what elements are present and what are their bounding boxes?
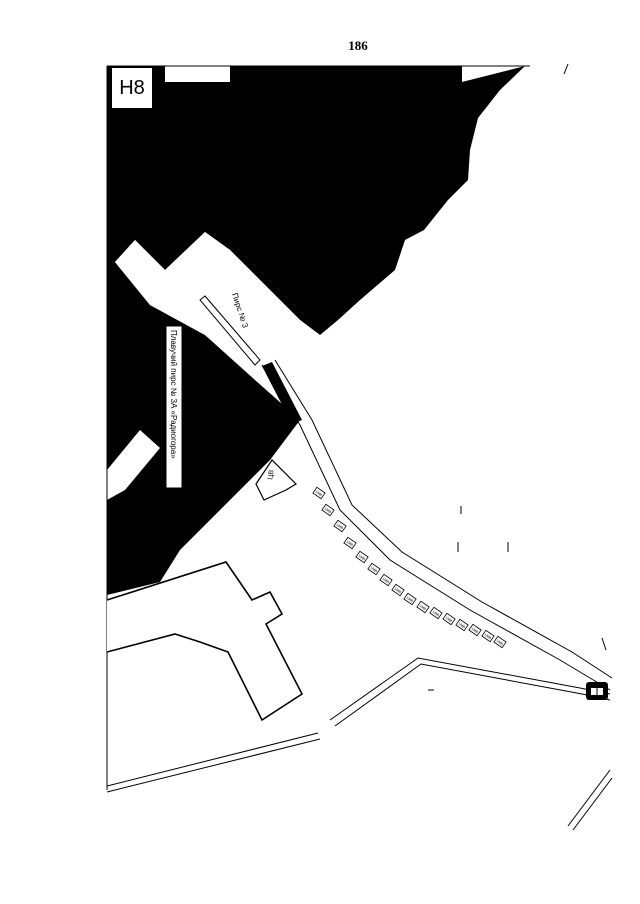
parking-slot-label: 1МВ — [444, 616, 453, 624]
parking-slot-label: 1МВ — [393, 587, 402, 595]
floating-pier-label-box — [165, 325, 183, 489]
parking-slot: 1МВ — [333, 519, 347, 533]
parking-slot: 1МВ — [321, 503, 335, 517]
floating-pier-label: Плавучий пирс № 3А «Радиогора» — [169, 330, 178, 459]
road-bottom-a — [106, 732, 319, 787]
parking-slot-label: 1МВ — [457, 622, 466, 630]
parking-slot: 1МВ — [481, 629, 495, 643]
parking-row: 1МВ1МВ1МВ1МВ1МВ1МВ1МВ1МВ1МВ1МВ1МВ1МВ1МВ1… — [312, 486, 507, 649]
parking-slot: 1МВ — [442, 612, 456, 626]
road-right-b — [572, 777, 613, 831]
parking-slot: 1МВ — [493, 635, 507, 649]
parking-slot-label: 1МВ — [357, 554, 366, 562]
small-building — [255, 459, 297, 501]
road-right-a — [567, 769, 611, 827]
parking-slot-label: 1МВ — [335, 523, 344, 531]
parking-slot-label: 1МВ — [381, 577, 390, 585]
parking-slot: 1МВ — [379, 573, 393, 587]
page-number: 186 — [348, 38, 368, 53]
parking-slot-label: 1МВ — [431, 610, 440, 618]
tick-mark — [601, 637, 607, 651]
parking-slot-label: 1МВ — [314, 490, 323, 498]
road-main-a — [261, 364, 611, 691]
parking-slot: 1МВ — [429, 606, 443, 620]
water-area — [107, 66, 525, 595]
parking-slot: 1МВ — [455, 618, 469, 632]
parking-slot: 1МВ — [391, 583, 405, 597]
house-marker-icon — [586, 682, 608, 700]
tick-mark — [563, 63, 569, 75]
parking-slot: 1МВ — [367, 562, 381, 576]
parking-slot: 1МВ — [343, 536, 357, 550]
road-bottom-b — [106, 738, 321, 793]
parking-slot-label: 1МВ — [483, 633, 492, 641]
pier-3 — [199, 295, 261, 366]
parking-slot: 1МВ — [355, 550, 369, 564]
parking-slot: 1МВ — [416, 600, 430, 614]
parking-slot-label: 1МВ — [418, 604, 427, 612]
parking-slot: 1МВ — [312, 486, 326, 500]
road-secondary-a — [329, 657, 611, 721]
parking-slot: 1МВ — [468, 623, 482, 637]
road-main-b — [274, 359, 613, 679]
parking-slot-label: 1МВ — [345, 540, 354, 548]
parking-slot-label: 1МВ — [323, 507, 332, 515]
large-building — [106, 561, 304, 722]
parking-slot-label: 1МВ — [495, 639, 504, 647]
small-building-label: ЦВ — [267, 469, 276, 480]
parking-slot-label: 1МВ — [470, 627, 479, 635]
parking-slot-label: 1МВ — [405, 596, 414, 604]
shore-notch — [107, 430, 160, 500]
sheet-label: Н8 — [111, 67, 153, 109]
pier-3-dark — [262, 362, 302, 424]
parking-slot-label: 1МВ — [369, 566, 378, 574]
parking-slot: 1МВ — [403, 592, 417, 606]
road-secondary-b — [334, 663, 611, 727]
